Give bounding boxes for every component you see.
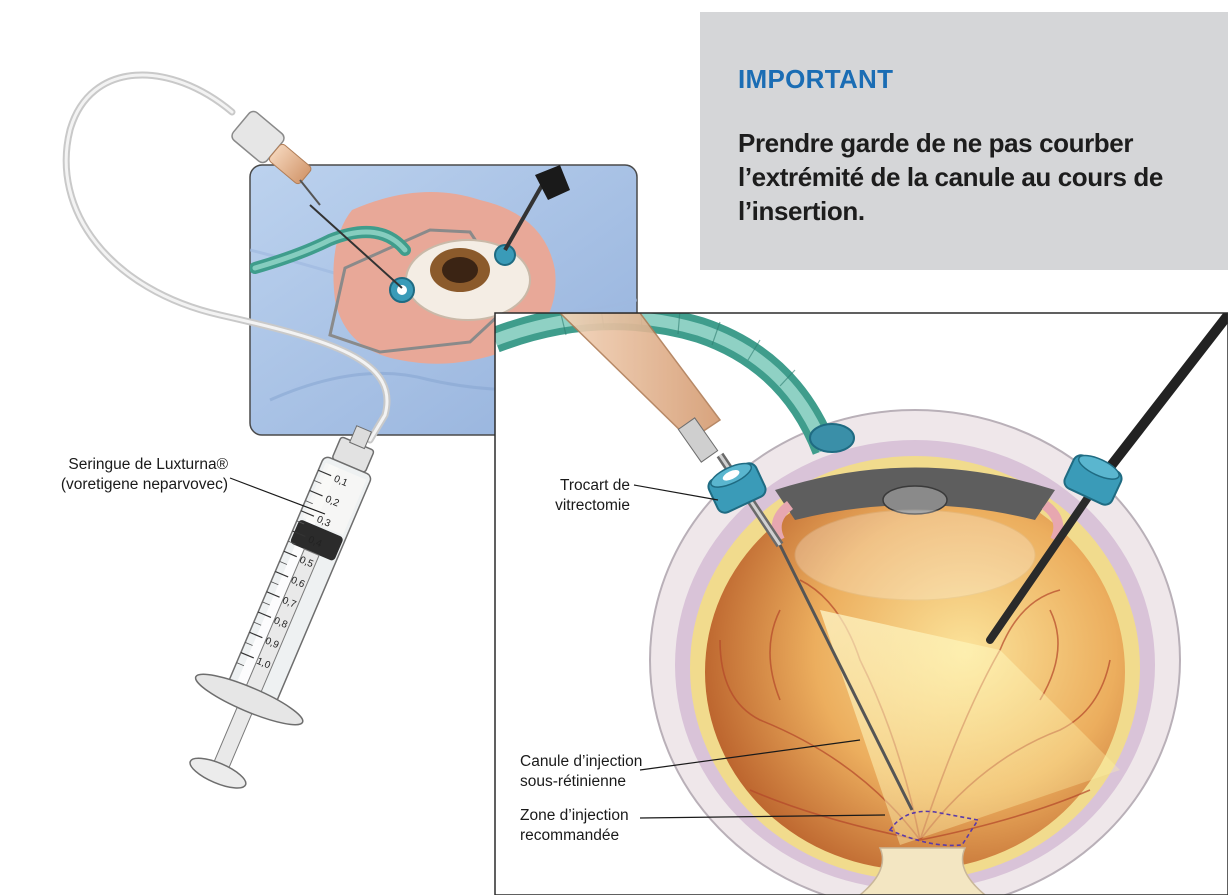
syringe-label-line-2: (voretigene neparvovec) <box>18 475 228 495</box>
cannula-label-line-2: sous-rétinienne <box>520 772 642 792</box>
syringe-label: Seringue de Luxturna® (voretigene neparv… <box>18 455 228 495</box>
cannula-label-line-1: Canule d’injection <box>520 752 642 772</box>
zone-label-line-1: Zone d’injection <box>520 806 629 826</box>
trocar-label-line-2: vitrectomie <box>530 496 630 516</box>
trocar-label-line-1: Trocart de <box>530 476 630 496</box>
zone-label-line-2: recommandée <box>520 826 629 846</box>
important-text: Prendre garde de ne pas courber l’extrém… <box>738 126 1208 228</box>
important-heading: IMPORTANT <box>738 64 893 95</box>
cannula-label: Canule d’injection sous-rétinienne <box>520 752 642 792</box>
important-line-1: Prendre garde de ne pas courber <box>738 126 1208 160</box>
trocar-label: Trocart de vitrectomie <box>530 476 630 516</box>
zone-label: Zone d’injection recommandée <box>520 806 629 846</box>
important-callout: IMPORTANT Prendre garde de ne pas courbe… <box>700 12 1228 270</box>
syringe-label-line-1: Seringue de Luxturna® <box>18 455 228 475</box>
important-line-2: l’extrémité de la canule au cours de <box>738 160 1208 194</box>
important-line-3: l’insertion. <box>738 194 1208 228</box>
